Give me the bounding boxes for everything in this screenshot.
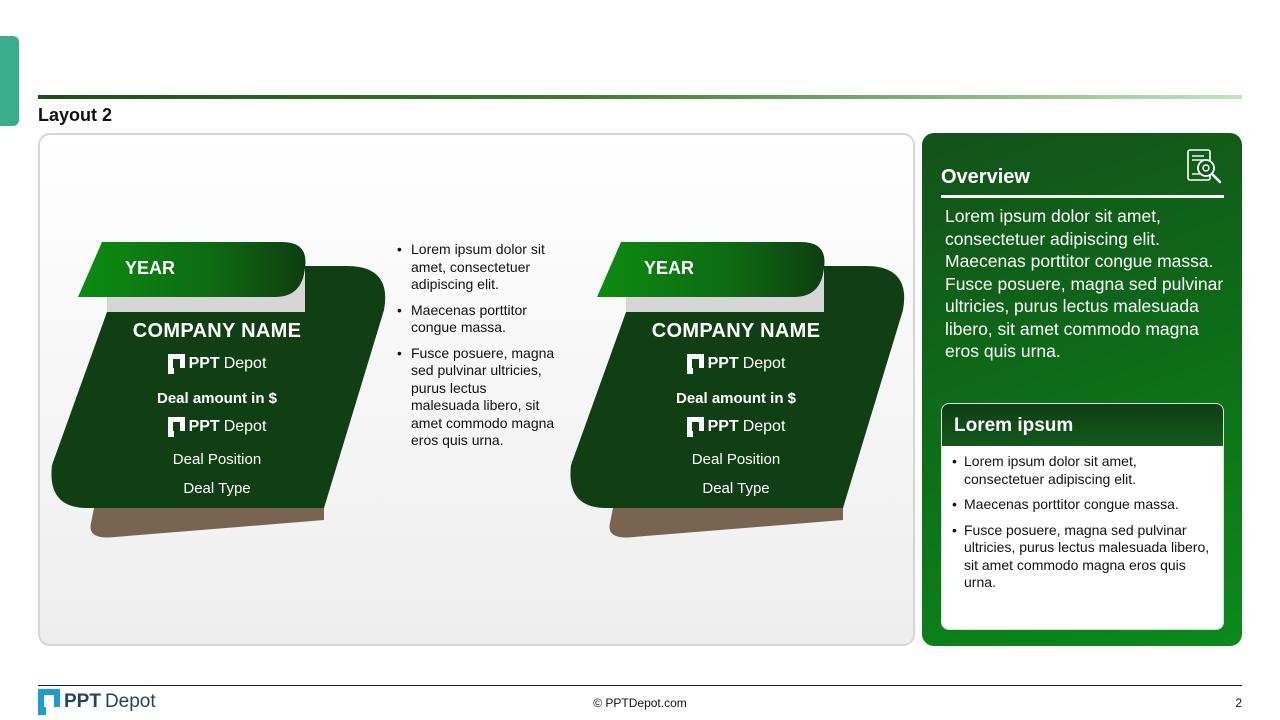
overview-divider: [941, 195, 1224, 198]
copyright-text: © PPTDepot.com: [593, 696, 687, 710]
pptdepot-logo-icon: [38, 689, 60, 715]
pptdepot-logo-icon: [686, 417, 704, 437]
list-item: Maecenas porttitor congue massa.: [952, 496, 1213, 514]
company-name: COMPANY NAME: [132, 320, 302, 342]
card-shape: [570, 242, 905, 538]
logo-text-bold: PPT: [707, 355, 739, 372]
footer-logo-light: Depot: [104, 691, 156, 712]
deal-position: Deal Position: [172, 451, 262, 468]
deal-type: Deal Type: [702, 480, 770, 497]
overview-title: Overview: [941, 166, 1030, 188]
overview-panel: Overview Lorem ipsum dolor sit amet, con…: [922, 133, 1242, 646]
deal-type: Deal Type: [183, 480, 251, 497]
card-year: YEAR: [125, 258, 176, 278]
lorem-ipsum-box: Lorem ipsum Lorem ipsum dolor sit amet, …: [941, 403, 1224, 630]
page-number: 2: [1235, 696, 1242, 710]
overview-text: Lorem ipsum dolor sit amet, consectetuer…: [945, 206, 1224, 361]
logo-text-bold: PPT: [188, 418, 220, 435]
logo-text-light: Depot: [742, 355, 786, 372]
footer-logo-bold: PPT: [64, 691, 101, 712]
company-name: COMPANY NAME: [651, 320, 821, 342]
card-year: YEAR: [644, 258, 695, 278]
side-accent-tab: [0, 36, 19, 126]
deal-amount: Deal amount in $: [675, 390, 797, 407]
list-item: Lorem ipsum dolor sit amet, consectetuer…: [395, 241, 557, 294]
pptdepot-logo-icon: [167, 417, 185, 437]
card-shape: [51, 242, 386, 538]
logo-text-light: Depot: [742, 418, 786, 435]
list-item: Fusce posuere, magna sed pulvinar ultric…: [952, 522, 1213, 592]
document-search-icon: [1187, 149, 1222, 184]
footer-divider: [38, 685, 1242, 686]
logo-text-bold: PPT: [707, 418, 739, 435]
lorem-box-title: Lorem ipsum: [942, 404, 1223, 446]
list-item: Lorem ipsum dolor sit amet, consectetuer…: [952, 453, 1213, 488]
list-item: Fusce posuere, magna sed pulvinar ultric…: [395, 345, 557, 450]
logo-text-light: Depot: [223, 418, 267, 435]
logo-text-bold: PPT: [188, 355, 220, 372]
slide-title: Layout 2: [38, 105, 113, 125]
list-item: Maecenas porttitor congue massa.: [395, 302, 557, 337]
deal-amount: Deal amount in $: [156, 390, 278, 407]
title-divider: [38, 95, 1242, 99]
logo-text-light: Depot: [223, 355, 267, 372]
deal-position: Deal Position: [691, 451, 781, 468]
middle-bullet-list: Lorem ipsum dolor sit amet, consectetuer…: [395, 241, 557, 458]
lorem-bullet-list: Lorem ipsum dolor sit amet, consectetuer…: [942, 446, 1223, 592]
pptdepot-logo-icon: [167, 354, 185, 374]
pptdepot-logo-icon: [686, 354, 704, 374]
